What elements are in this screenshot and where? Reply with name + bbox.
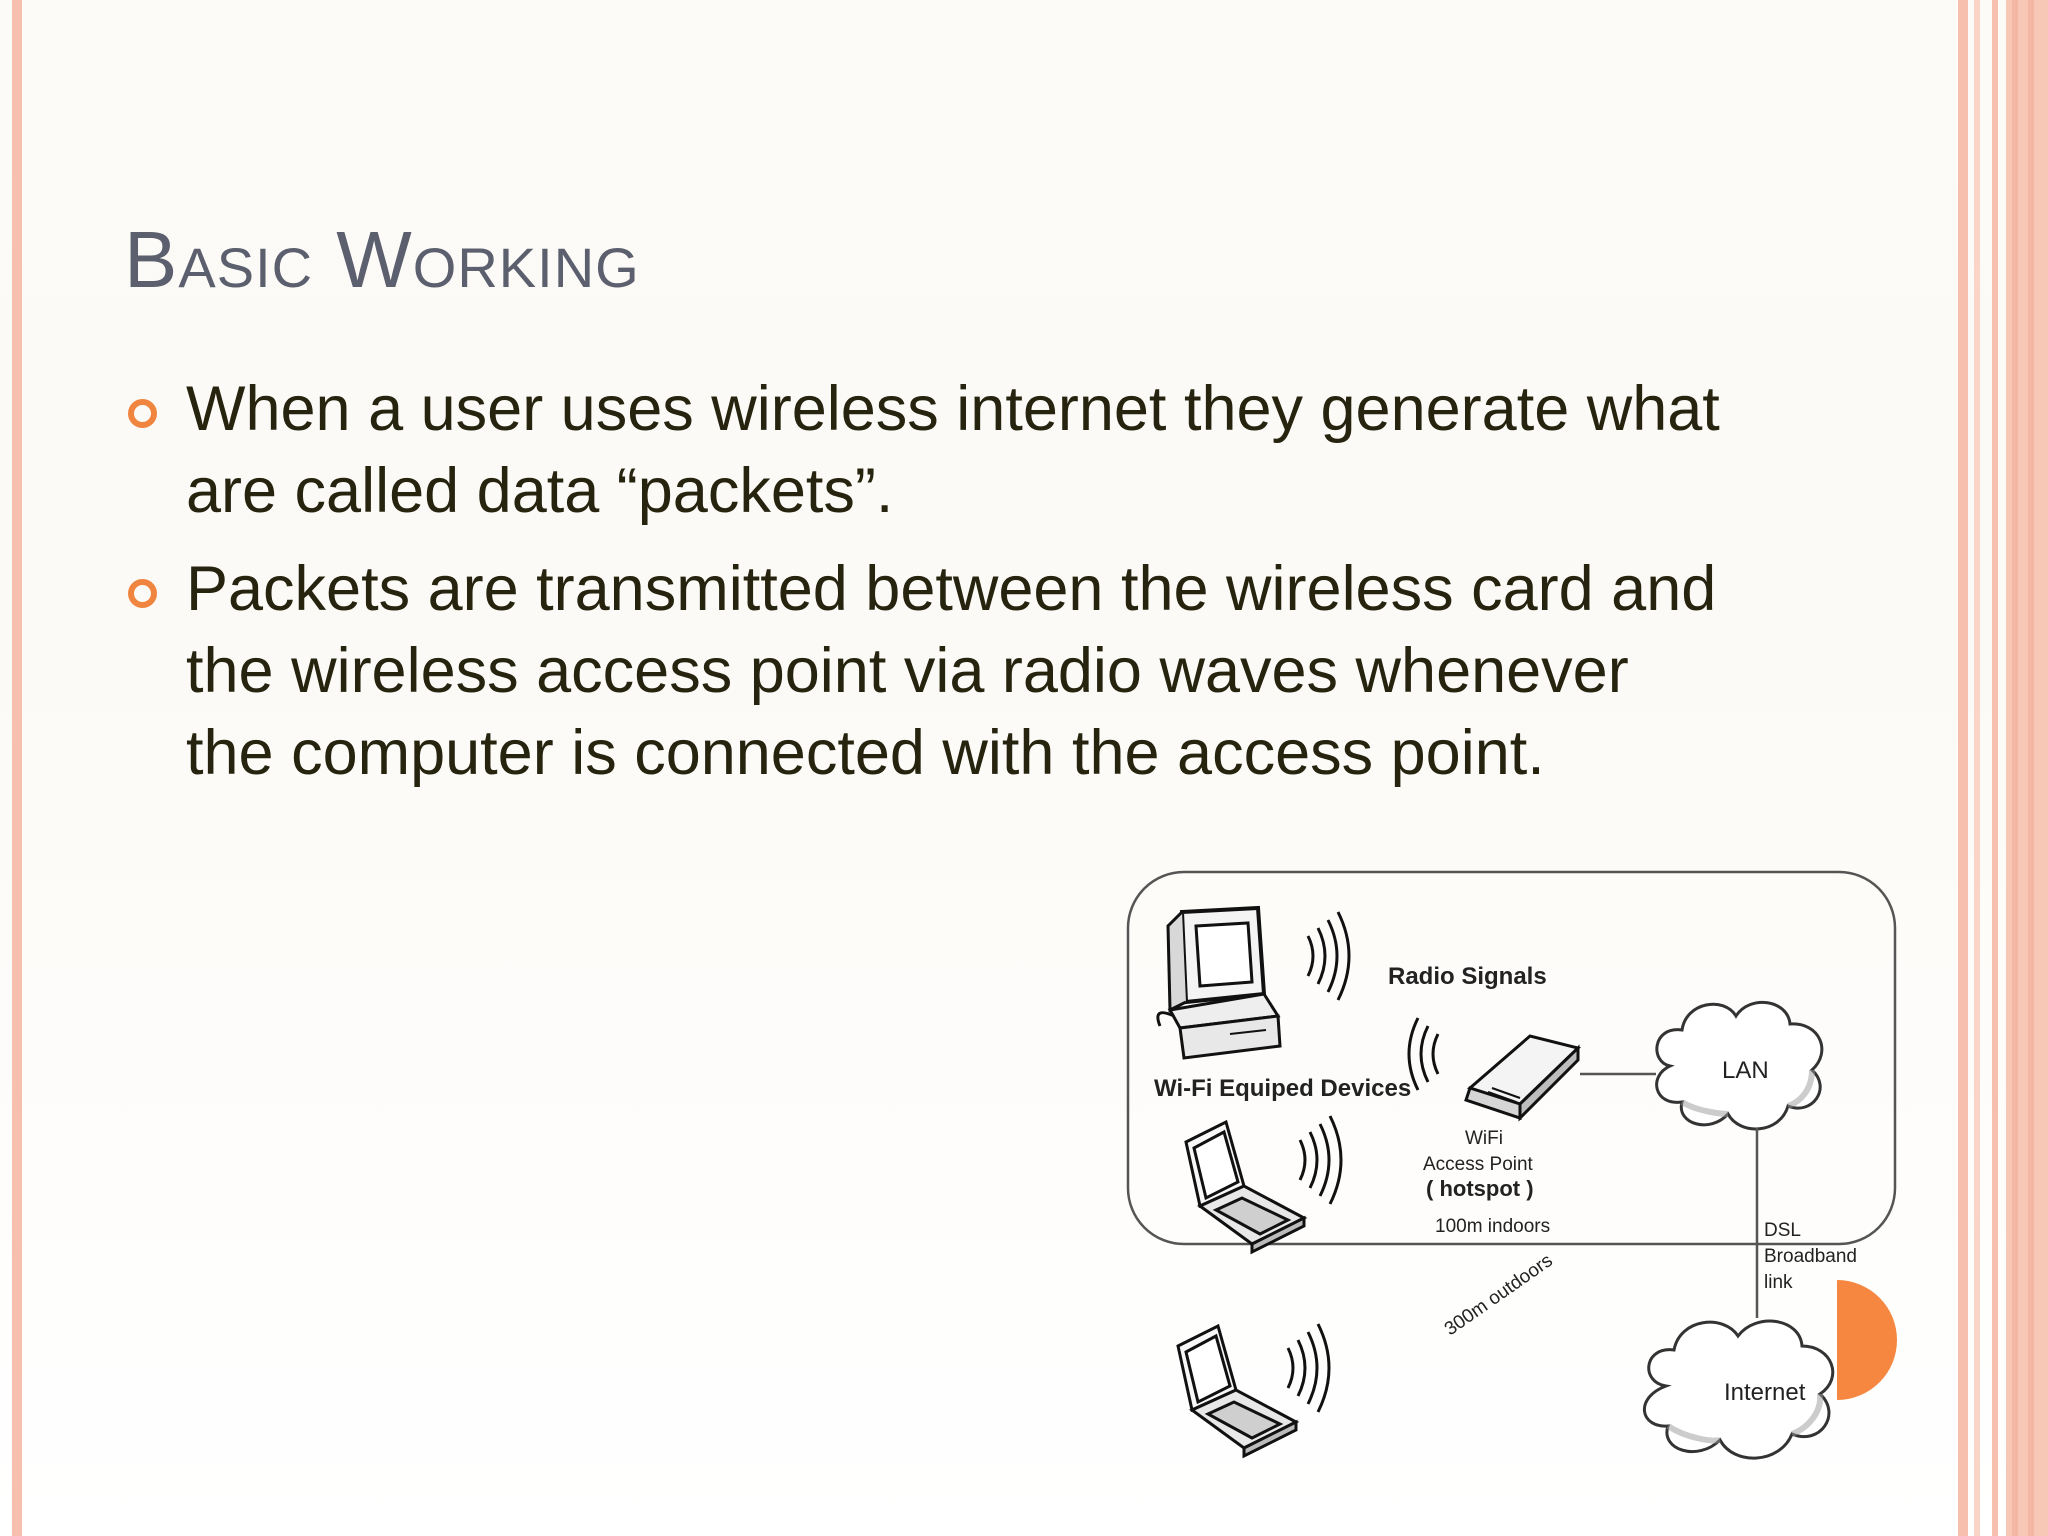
accent-half-circle bbox=[1837, 1280, 1950, 1400]
bullet-text: Packets are transmitted between the wire… bbox=[186, 554, 1717, 788]
radio-waves-icon bbox=[1286, 1323, 1331, 1413]
internet-cloud-icon bbox=[1643, 1319, 1835, 1460]
bullet-text: When a user uses wireless internet they … bbox=[186, 374, 1720, 526]
dsl-label-line2: Broadband bbox=[1764, 1246, 1857, 1267]
right-border-decoration bbox=[1952, 0, 2048, 1536]
ap-label-line1: WiFi bbox=[1465, 1128, 1503, 1149]
bullet-list: When a user uses wireless internet they … bbox=[122, 368, 1722, 810]
dsl-label-line1: DSL bbox=[1764, 1220, 1801, 1241]
outdoors-label: 300m outdoors bbox=[1441, 1250, 1557, 1340]
desktop-computer-icon bbox=[1156, 905, 1282, 1060]
radio-signals-label: Radio Signals bbox=[1388, 963, 1547, 990]
wifi-network-diagram: Radio Signals Wi-Fi Equiped Devices WiFi… bbox=[1126, 870, 1897, 1460]
laptop-icon bbox=[1176, 1323, 1300, 1459]
lan-cloud-icon bbox=[1655, 1000, 1824, 1131]
lan-label: LAN bbox=[1722, 1057, 1769, 1084]
dsl-label-line3: link bbox=[1764, 1272, 1793, 1293]
radio-waves-icon bbox=[1298, 1115, 1343, 1205]
bullet-ring-icon bbox=[128, 579, 157, 608]
left-border-decoration bbox=[12, 0, 22, 1536]
bullet-item: When a user uses wireless internet they … bbox=[122, 368, 1722, 532]
bullet-item: Packets are transmitted between the wire… bbox=[122, 548, 1722, 794]
access-point-icon bbox=[1464, 1034, 1581, 1122]
devices-label: Wi-Fi Equiped Devices bbox=[1154, 1075, 1411, 1102]
bullet-ring-icon bbox=[128, 399, 157, 428]
laptop-icon bbox=[1184, 1119, 1308, 1255]
radio-waves-icon bbox=[1306, 911, 1351, 1001]
indoors-label: 100m indoors bbox=[1435, 1216, 1550, 1237]
slide-title: Basic Working bbox=[124, 215, 640, 304]
internet-label: Internet bbox=[1724, 1379, 1806, 1406]
radio-waves-icon bbox=[1407, 1017, 1440, 1091]
ap-label-line3: ( hotspot ) bbox=[1426, 1176, 1534, 1201]
indoor-range-box bbox=[1126, 870, 1897, 1246]
ap-label-line2: Access Point bbox=[1423, 1154, 1534, 1175]
